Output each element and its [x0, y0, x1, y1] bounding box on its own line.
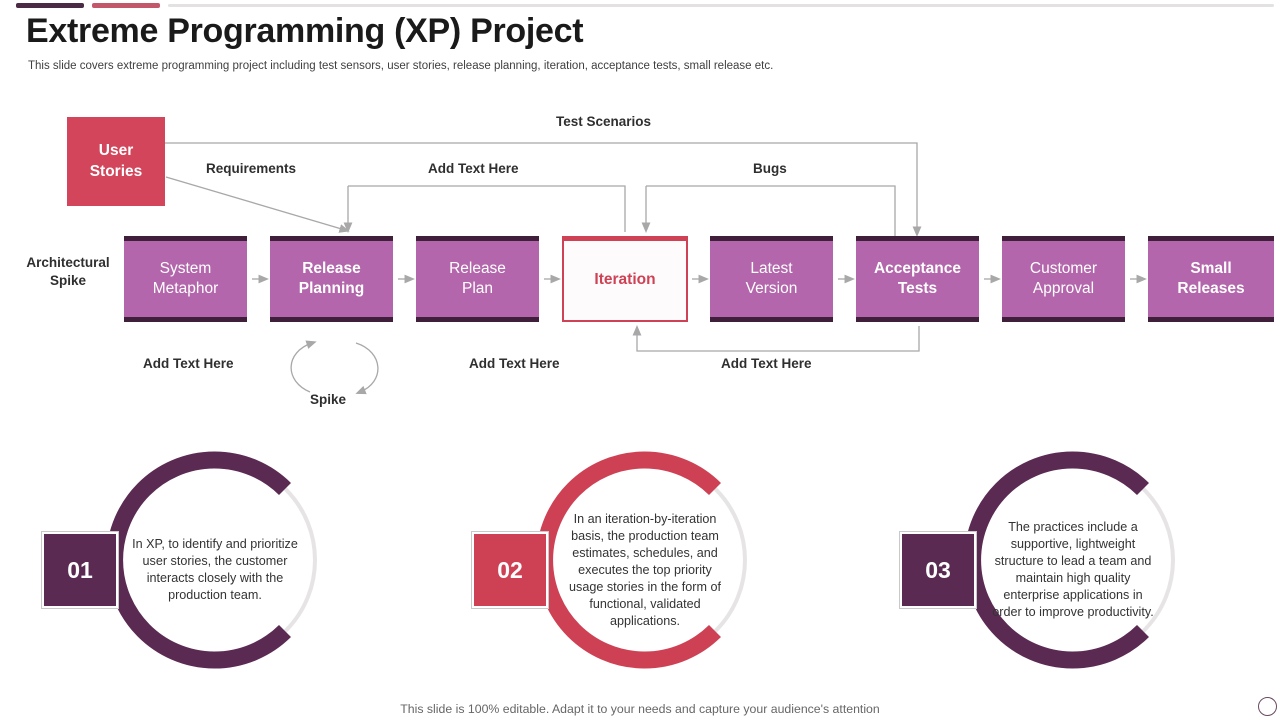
label-add-text-bottom-mid: Add Text Here: [469, 356, 560, 371]
box-iteration[interactable]: Iteration: [562, 236, 688, 322]
top-decorative-rule: [0, 3, 1280, 8]
box-iteration-label: Iteration: [594, 271, 656, 289]
page-title: Extreme Programming (XP) Project: [26, 12, 584, 50]
line-bugs-bracket: [646, 185, 896, 243]
card-03-text: The practices include a supportive, ligh…: [992, 520, 1154, 619]
card-01-number-badge: 01: [42, 532, 118, 608]
label-spike: Spike: [310, 392, 347, 407]
label-architectural-spike-line1: Architectural: [26, 255, 110, 270]
line-test-scenarios: [165, 142, 922, 237]
card-02-number-badge: 02: [472, 532, 548, 608]
rule-segment-gray: [168, 4, 1274, 7]
line-feedback-bottom: [632, 325, 920, 352]
label-architectural-spike-line2: Spike: [49, 272, 87, 288]
corner-circle-icon: [1258, 697, 1277, 716]
footer-note: This slide is 100% editable. Adapt it to…: [400, 702, 880, 716]
line-spike-up: [290, 340, 317, 393]
card-01[interactable]: In XP, to identify and prioritize user s…: [42, 445, 350, 695]
connector-lines: [165, 142, 1147, 395]
label-add-text-bottom-right: Add Text Here: [721, 356, 812, 371]
card-01-text: In XP, to identify and prioritize user s…: [132, 537, 298, 602]
line-requirements: [165, 176, 350, 233]
line-add-text-top-bracket: [348, 185, 626, 232]
label-architectural-spike: Architectural Spike: [14, 254, 122, 289]
card-02-text: In an iteration-by-iteration basis, the …: [569, 511, 721, 628]
card-02[interactable]: In an iteration-by-iteration basis, the …: [472, 445, 780, 695]
rule-segment-purple: [16, 3, 84, 8]
label-test-scenarios: Test Scenarios: [556, 114, 652, 129]
label-bugs: Bugs: [753, 161, 787, 176]
label-add-text-bottom-left: Add Text Here: [143, 356, 234, 371]
line-spike-down: [355, 342, 379, 395]
label-requirements: Requirements: [206, 161, 297, 176]
card-03[interactable]: The practices include a supportive, ligh…: [900, 445, 1208, 695]
label-add-text-top: Add Text Here: [428, 161, 519, 176]
card-03-number-badge: 03: [900, 532, 976, 608]
rule-segment-red: [92, 3, 160, 8]
page-subtitle: This slide covers extreme programming pr…: [28, 60, 774, 72]
